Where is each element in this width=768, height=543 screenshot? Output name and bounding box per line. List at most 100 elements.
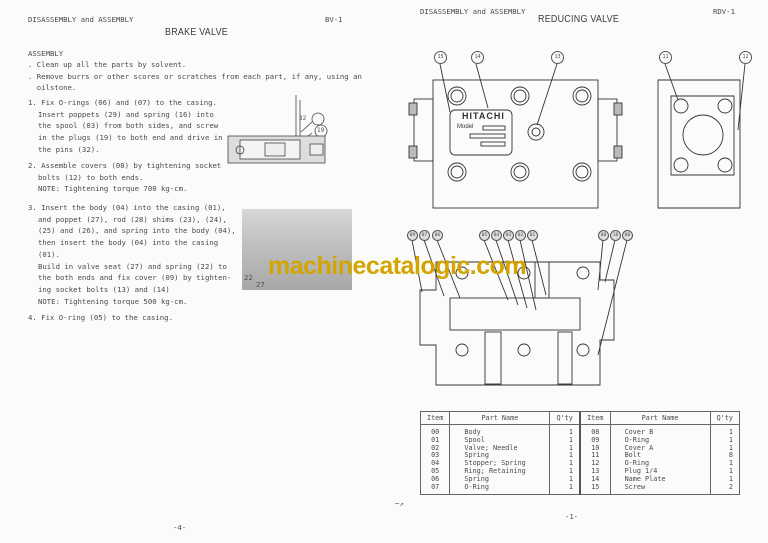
cell-item: 06	[419, 475, 451, 484]
cell-item: 13	[578, 467, 611, 476]
callout: 11	[659, 51, 672, 64]
cell-qty: 1	[709, 436, 741, 445]
step-1: 1. Fix O-rings (06) and (07) to the casi…	[28, 97, 223, 156]
cell-item: 10	[578, 444, 611, 453]
callout: 02	[515, 230, 526, 241]
step-line: Insert poppets (29) and spring (16) into	[38, 109, 214, 119]
cell-item: 02	[419, 444, 451, 453]
cell-qty: 1	[549, 467, 581, 476]
cell-qty: 1	[709, 459, 741, 468]
nameplate-model: Model	[457, 124, 474, 130]
cell-item: 04	[419, 459, 451, 468]
callout: 05	[479, 230, 490, 241]
spool-drawing	[227, 95, 328, 164]
cell-name: Body	[449, 424, 551, 437]
cell-item: 08	[578, 424, 611, 437]
step-line: the pins (32).	[38, 144, 100, 154]
right-header: DISASSEMBLY and ASSEMBLY	[420, 7, 526, 16]
step-line: then insert the body (04) into the casin…	[38, 238, 219, 248]
photo-label: 27	[256, 280, 265, 289]
step-line: ing socket bolts (13) and (14)	[38, 284, 170, 294]
header-item: Item	[578, 411, 611, 425]
callout: 12	[739, 51, 752, 64]
cell-qty: 1	[549, 475, 581, 484]
left-page-number: -4-	[173, 523, 187, 532]
section-heading: ASSEMBLY	[28, 49, 64, 58]
cell-item: 07	[419, 483, 451, 496]
cell-item: 05	[419, 467, 451, 476]
bullet: . Remove burrs or other scores or scratc…	[28, 71, 362, 81]
cell-qty: 1	[549, 444, 581, 453]
callout: 14	[471, 51, 484, 64]
cell-item: 03	[419, 452, 451, 461]
bullet-list: . Clean up all the parts by solvent. . R…	[28, 59, 362, 94]
step-line: the spool (03) from both sides, and scre…	[38, 121, 219, 131]
header-part-name: Part Name	[449, 411, 551, 425]
step-2: 2. Assemble covers (08) by tightening so…	[28, 160, 221, 195]
step-line: Build in valve seat (27) and spring (22)…	[38, 261, 227, 271]
cell-qty: 1	[549, 424, 581, 437]
callout: 10	[610, 230, 621, 241]
callout: 00	[622, 230, 633, 241]
cell-name: Screw	[609, 483, 711, 496]
right-page-code: RDV-1	[713, 7, 735, 16]
right-page-number: -1-	[565, 512, 579, 521]
left-header: DISASSEMBLY and ASSEMBLY	[28, 15, 134, 24]
step-line: (25) and (26), and spring into the body …	[38, 226, 236, 236]
callout: 15	[434, 51, 447, 64]
cell-name: Cover B	[609, 424, 711, 437]
left-page-code: BV-1	[325, 15, 343, 24]
handwritten-mark: ~↗	[395, 499, 404, 508]
cell-item: 14	[578, 475, 611, 484]
header-part-name: Part Name	[609, 411, 711, 425]
parts-table: Item Part Name Q'ty Item Part Name Q'ty …	[419, 411, 741, 496]
callout-32	[311, 112, 325, 126]
cell-item: 15	[578, 483, 611, 496]
cell-qty: 1	[549, 436, 581, 445]
step-line: bolts (12) to both ends.	[38, 172, 144, 182]
step-line: (01).	[38, 249, 60, 259]
callout: 06	[432, 230, 443, 241]
step-line: 3. Insert the body (04) into the casing …	[28, 203, 226, 212]
cell-qty: 1	[549, 452, 581, 461]
callout: 08	[598, 230, 609, 241]
callout: 03	[503, 230, 514, 241]
cell-qty: 1	[709, 424, 741, 437]
bullet: . Clean up all the parts by solvent.	[28, 60, 187, 69]
cell-qty: 1	[549, 483, 581, 496]
cell-item: 00	[419, 424, 451, 437]
callout: 04	[491, 230, 502, 241]
bullet: oilstone.	[28, 83, 77, 93]
step-line: the both ends and fix cover (09) by tigh…	[38, 273, 232, 283]
step-3: 3. Insert the body (04) into the casing …	[28, 202, 236, 307]
cell-qty: 1	[709, 467, 741, 476]
header-qty: Q'ty	[549, 411, 581, 425]
nameplate	[449, 109, 513, 156]
watermark: machinecatalogic.com	[268, 252, 527, 280]
callout: 01	[527, 230, 538, 241]
cell-item: 09	[578, 436, 611, 445]
callout-label: 32	[299, 115, 307, 122]
cell-qty: 2	[709, 483, 741, 496]
step-line: 2. Assemble covers (08) by tightening so…	[28, 161, 222, 170]
left-page-title: BRAKE VALVE	[165, 26, 228, 38]
callout-label: 19	[317, 127, 325, 134]
step-line: and poppet (27), rod (28) shims (23), (2…	[38, 214, 227, 224]
cell-qty: 1	[709, 475, 741, 484]
cell-item: 01	[419, 436, 451, 445]
callout: 09	[407, 230, 418, 241]
cell-qty: 1	[549, 459, 581, 468]
callout: 07	[419, 230, 430, 241]
step-line: in the plugs (19) to both end and drive …	[38, 133, 223, 143]
assembly-photo	[242, 209, 352, 290]
nameplate-brand: HITACHI	[462, 111, 505, 121]
